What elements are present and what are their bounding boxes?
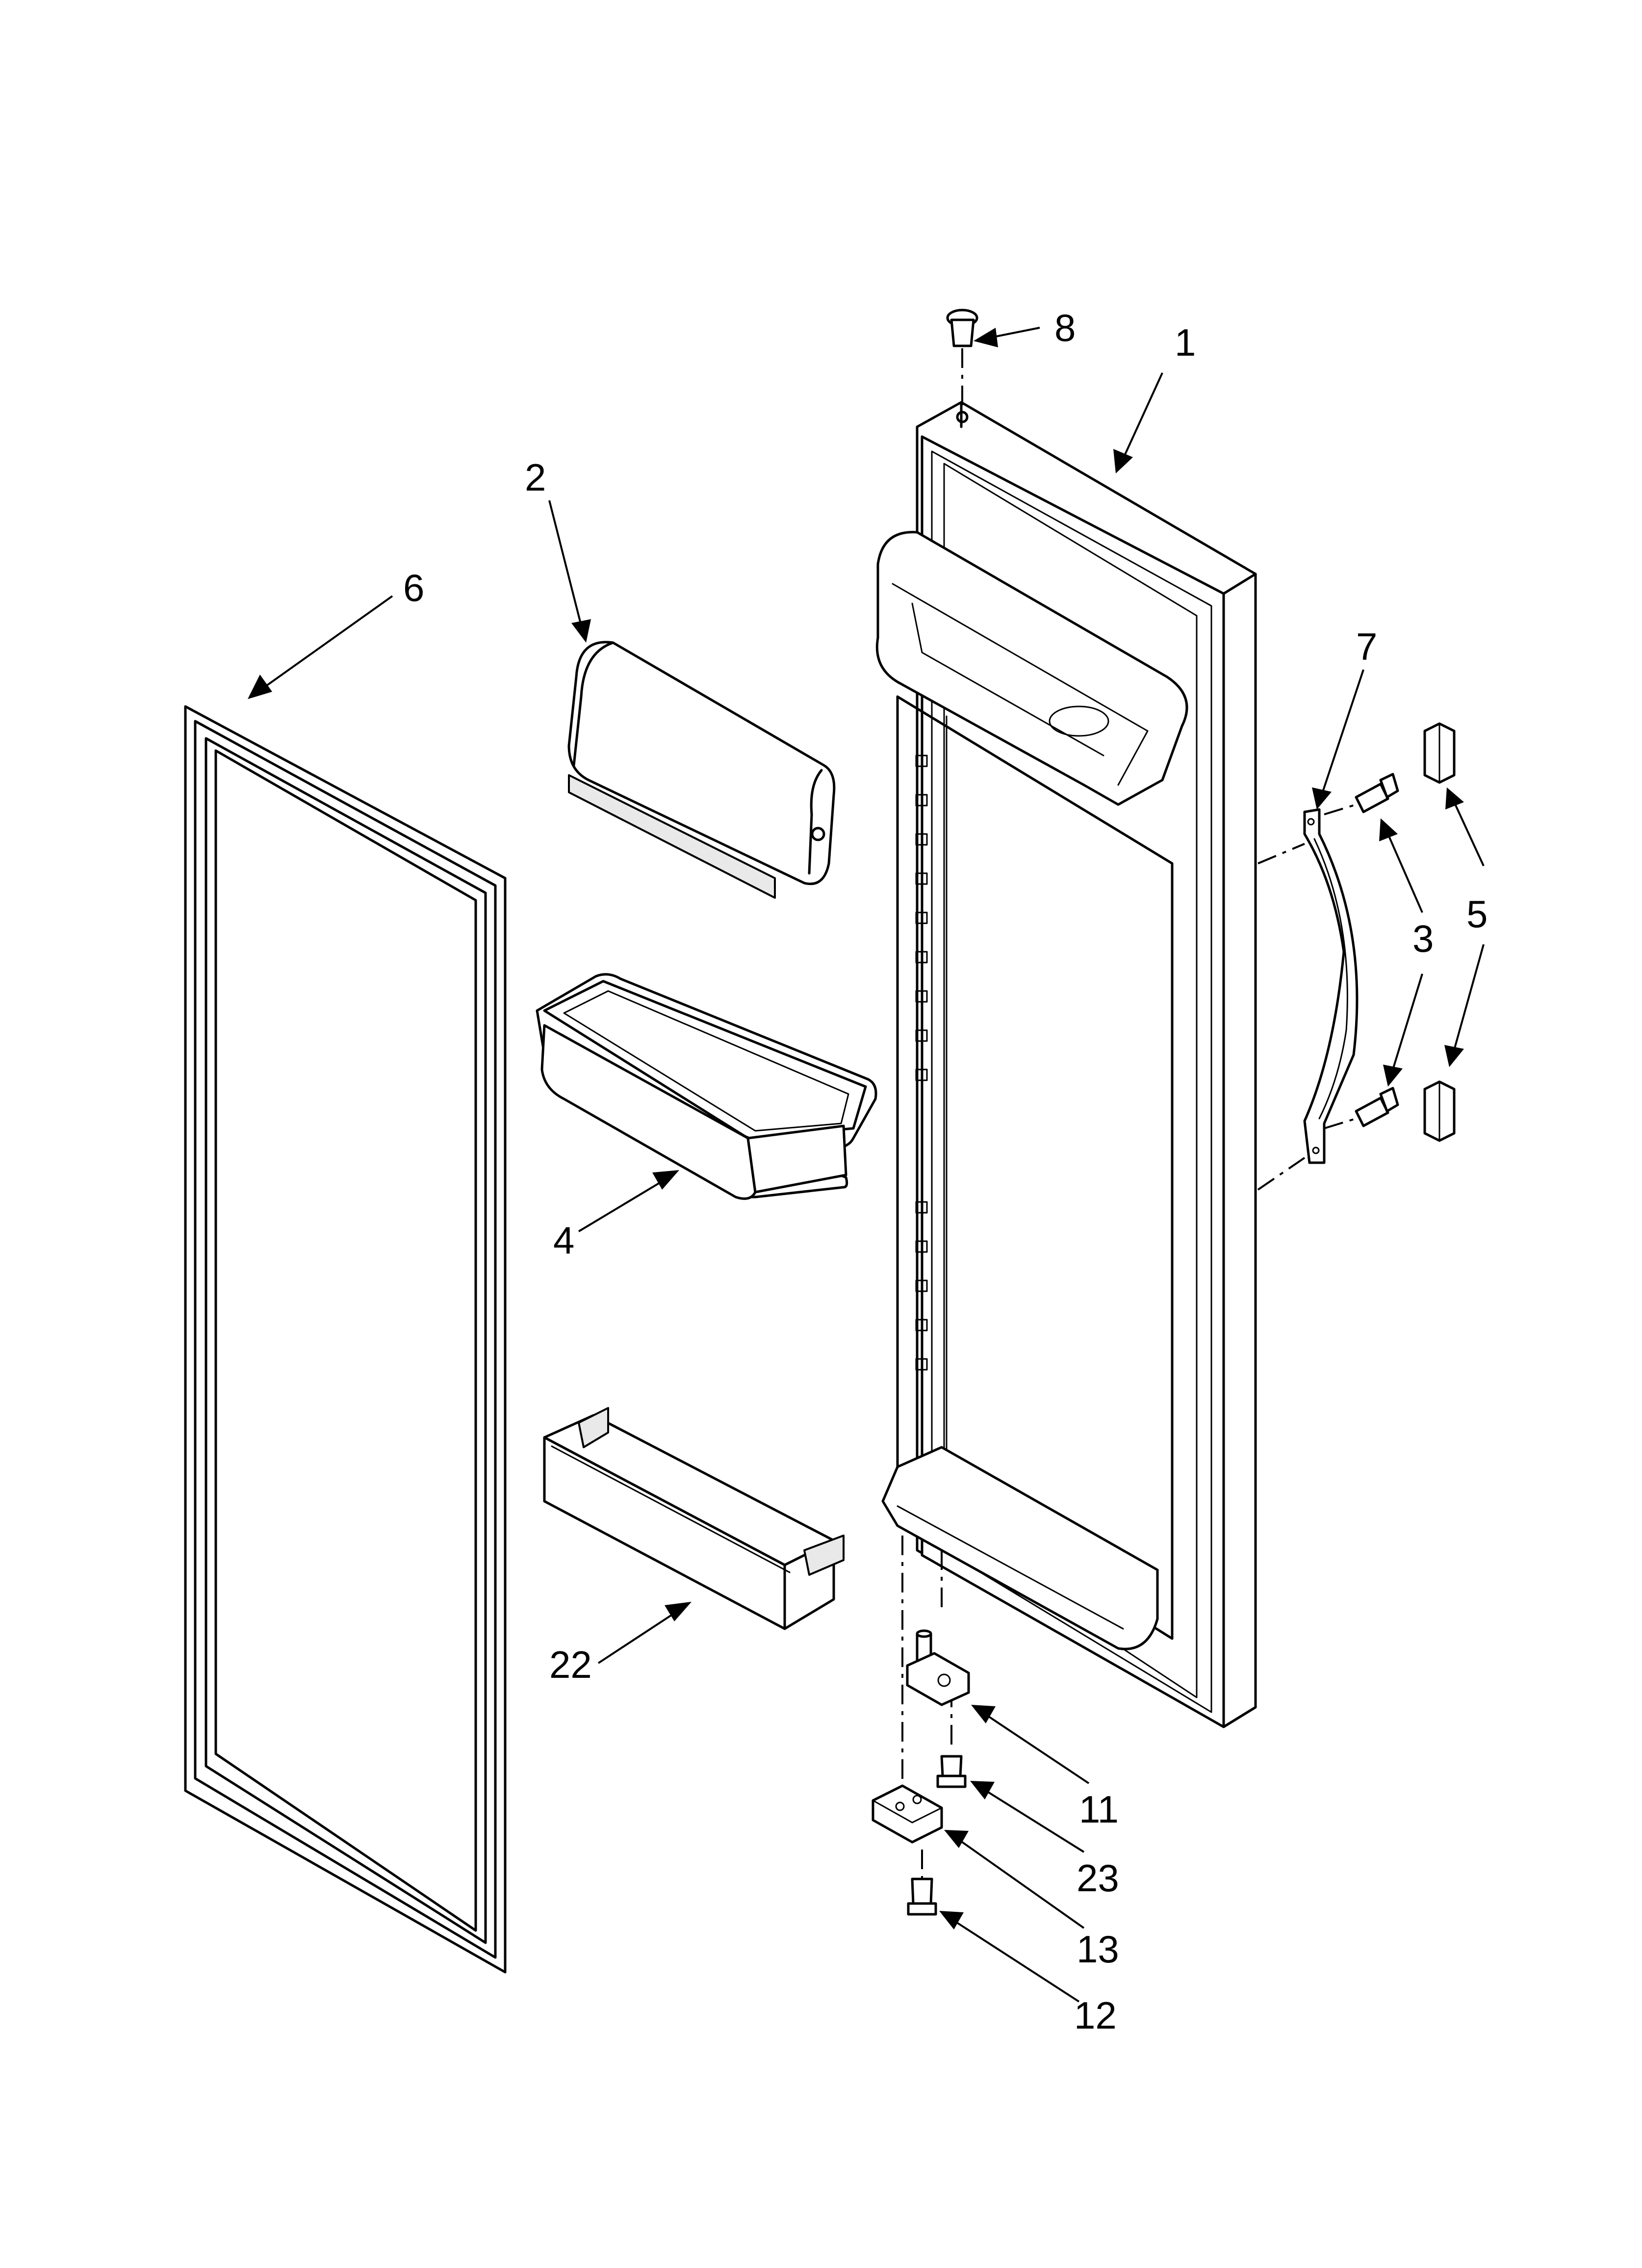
callout-11: 11 xyxy=(1079,1788,1119,1831)
callout-4: 4 xyxy=(553,1219,574,1262)
hinge-shim-screw xyxy=(907,1877,937,1916)
end-cap-bottom xyxy=(1423,1080,1456,1142)
hinge-plug xyxy=(946,309,978,410)
door-rail xyxy=(543,1407,845,1630)
callout-2: 2 xyxy=(525,456,546,499)
callout-3: 3 xyxy=(1412,917,1434,960)
door-handle xyxy=(1257,808,1359,1191)
callout-13: 13 xyxy=(1077,1928,1119,1971)
callout-7: 7 xyxy=(1356,625,1377,668)
hinge-shim xyxy=(872,1784,943,1844)
callout-labels: 8 1 2 6 7 5 3 4 22 11 23 13 12 xyxy=(403,306,1488,2037)
callout-22: 22 xyxy=(549,1643,592,1686)
callout-8: 8 xyxy=(1054,306,1076,349)
door-bin xyxy=(536,973,877,1200)
callout-6: 6 xyxy=(403,566,424,609)
callout-12: 12 xyxy=(1074,1994,1117,2037)
bin-clip-column xyxy=(915,755,928,1371)
handle-screw-top xyxy=(1324,773,1399,815)
refrigerator-door xyxy=(875,401,1257,1728)
hinge-bracket xyxy=(906,1629,970,1706)
leader-lines xyxy=(248,327,1485,2003)
hinge-screw xyxy=(936,1755,967,1788)
callout-1: 1 xyxy=(1175,321,1196,364)
dairy-door xyxy=(567,641,836,899)
callout-5: 5 xyxy=(1466,892,1488,936)
end-cap-top xyxy=(1423,722,1456,784)
handle-screw-bottom xyxy=(1324,1087,1399,1129)
door-gasket xyxy=(184,705,507,1974)
callout-23: 23 xyxy=(1077,1856,1119,1900)
